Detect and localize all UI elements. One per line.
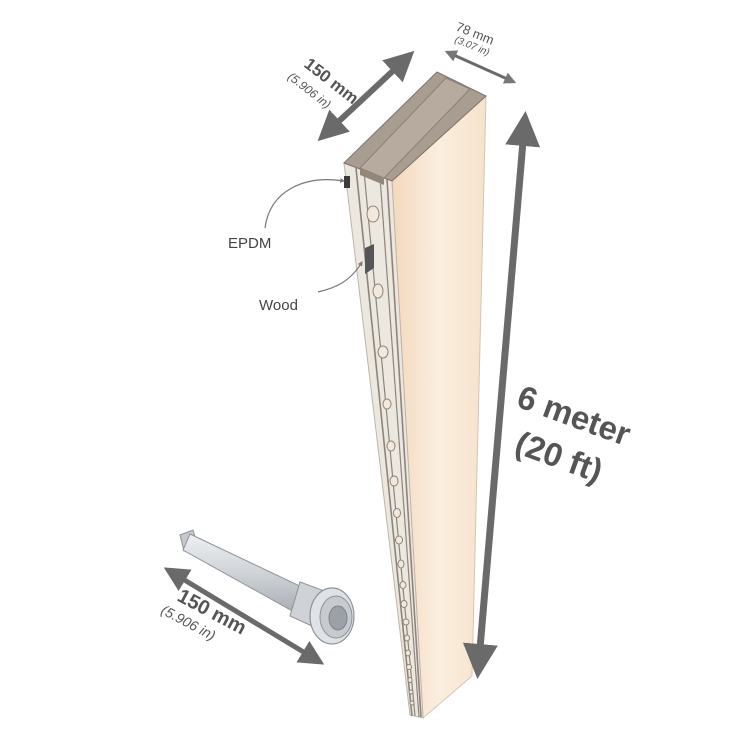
arrow-tube-length	[163, 567, 325, 665]
dimension-height: 6 meter (20 ft)	[462, 111, 636, 679]
arrow-width-top	[317, 50, 415, 142]
label-wood: Wood	[259, 297, 298, 314]
callout-epdm: EPDM	[228, 178, 345, 252]
wooden-beam	[343, 71, 487, 720]
dimension-thickness-top: 78 mm (3.07 in)	[444, 19, 517, 84]
arrow-height	[462, 111, 541, 679]
arrow-thickness-top	[444, 50, 517, 84]
beam-holes	[366, 205, 415, 706]
label-epdm: EPDM	[228, 235, 271, 252]
callout-wood: Wood	[259, 261, 363, 314]
